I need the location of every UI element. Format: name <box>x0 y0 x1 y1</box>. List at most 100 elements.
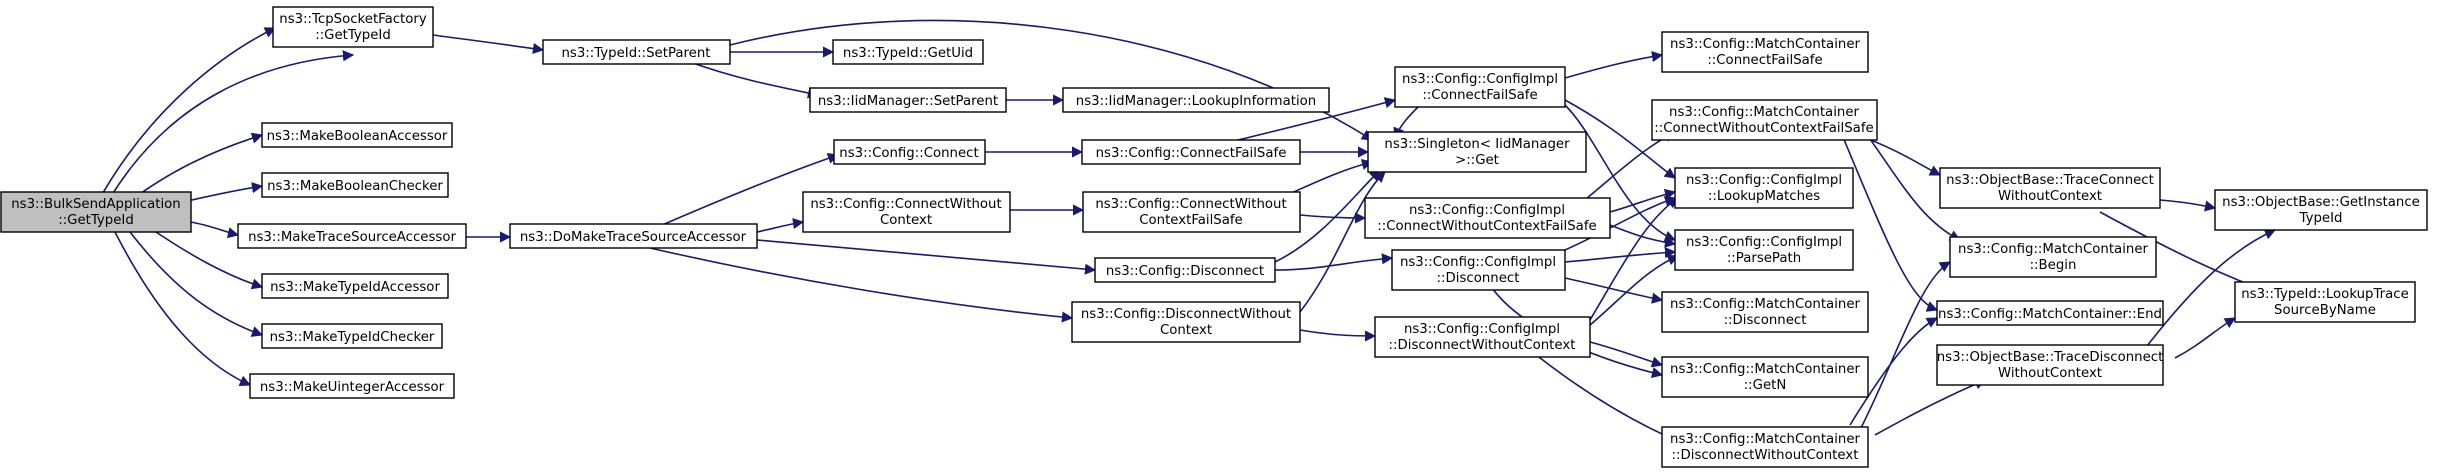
edge-impl-connect-fs-to-lookup <box>1564 99 1676 179</box>
node-do-make-trace-source-accessor[interactable]: ns3::DoMakeTraceSourceAccessor <box>509 223 758 249</box>
node-root[interactable]: ns3::BulkSendApplication ::GetTypeId <box>0 191 192 233</box>
node-label: ns3::MakeTypeIdChecker <box>270 330 435 345</box>
node-typeid-setparent[interactable]: ns3::TypeId::SetParent <box>542 39 731 65</box>
node-label-line-1: ns3::BulkSendApplication <box>11 197 181 212</box>
node-label-line-1: ns3::Config::MatchContainer <box>1670 432 1860 447</box>
node-iidmanager-setparent[interactable]: ns3::IidManager::SetParent <box>809 87 1007 113</box>
node-typeid-lookuptracesourcebyname[interactable]: ns3::TypeId::LookupTrace SourceByName <box>2234 281 2416 323</box>
node-configimpl-lookupmatches[interactable]: ns3::Config::ConfigImpl ::LookupMatches <box>1674 167 1854 209</box>
node-objectbase-traceconnect-without-context[interactable]: ns3::ObjectBase::TraceConnect WithoutCon… <box>1939 167 2161 209</box>
node-matchcontainer-end[interactable]: ns3::Config::MatchContainer::End <box>1936 300 2164 326</box>
node-label-line-1: ns3::Config::MatchContainer <box>1670 297 1860 312</box>
node-label-line-1: ns3::Config::ConfigImpl <box>1404 322 1560 337</box>
node-config-connect[interactable]: ns3::Config::Connect <box>833 139 986 165</box>
node-matchcontainer-connect-failsafe[interactable]: ns3::Config::MatchContainer ::ConnectFai… <box>1661 31 1869 73</box>
node-label-line-1: ns3::Config::ConfigImpl <box>1400 255 1556 270</box>
edge-setparent-to-singleton <box>729 19 1373 141</box>
node-label-line-1: ns3::Config::MatchContainer <box>1670 37 1860 52</box>
node-label-line-1: ns3::ObjectBase::GetInstance <box>2222 195 2420 210</box>
node-label-line-1: ns3::Config::MatchContainer <box>1670 362 1860 377</box>
edge-do-make-to-disconnect <box>756 239 1097 275</box>
edge-root-to-make-uint-acc <box>114 231 252 387</box>
edge-ob-trace-connect-to-get-instance <box>2159 199 2217 212</box>
node-label: ns3::MakeUintegerAccessor <box>260 380 445 395</box>
node-config-connect-failsafe[interactable]: ns3::Config::ConnectFailSafe <box>1081 139 1301 165</box>
node-label-line-1: ns3::Config::ConfigImpl <box>1686 173 1842 188</box>
node-label-line-2: ::DisconnectWithoutContext <box>1389 338 1576 353</box>
node-label-line-1: ns3::ObjectBase::TraceConnect <box>1946 173 2154 188</box>
edge-mc-connect-wc-fs-to-end <box>1839 129 1939 312</box>
node-label-line-2: WithoutContext <box>1998 189 2102 204</box>
edge-root-to-setparent <box>109 50 355 199</box>
node-label-line-2: TypeId <box>2299 211 2343 226</box>
edge-do-make-to-connect <box>659 152 840 227</box>
nodes: ns3::BulkSendApplication ::GetTypeId ns3… <box>0 6 2428 468</box>
node-typeid-getuid[interactable]: ns3::TypeId::GetUid <box>832 39 984 65</box>
edge-impl-disconnect-to-lookup <box>1564 195 1677 251</box>
edge-mc-disconnect-wc-to-ob-trace-disconnect <box>1874 378 1987 436</box>
node-label: ns3::MakeTraceSourceAccessor <box>248 230 456 245</box>
node-label-line-2: ::GetTypeId <box>58 213 134 228</box>
node-configimpl-connect-failsafe[interactable]: ns3::Config::ConfigImpl ::ConnectFailSaf… <box>1394 66 1566 108</box>
node-label-line-2: WithoutContext <box>1998 366 2102 381</box>
node-make-typeid-accessor[interactable]: ns3::MakeTypeIdAccessor <box>261 273 449 299</box>
edge-mc-disconnect-wc-to-end <box>1849 317 1938 426</box>
node-configimpl-disconnect-without-context[interactable]: ns3::Config::ConfigImpl ::DisconnectWith… <box>1374 316 1591 358</box>
edge-root-to-make-typeid-chk <box>129 231 264 337</box>
edge-disconnect-wc-to-singleton <box>1299 171 1386 313</box>
edge-root-to-make-trace-acc <box>189 221 240 239</box>
node-label-line-2: ::Disconnect <box>1437 271 1520 286</box>
node-matchcontainer-disconnect[interactable]: ns3::Config::MatchContainer ::Disconnect <box>1661 291 1869 333</box>
edge-impl-disconnect-wc-to-mc-getn <box>1589 341 1664 368</box>
node-label: ns3::Config::ConnectFailSafe <box>1096 146 1287 161</box>
node-singleton-iidmanager-get[interactable]: ns3::Singleton< IidManager >::Get <box>1367 131 1587 173</box>
edge-ob-trace-disconnect-to-get-instance <box>2139 228 2277 356</box>
node-matchcontainer-begin[interactable]: ns3::Config::MatchContainer ::Begin <box>1949 236 2157 278</box>
node-label-line-2: >::Get <box>1455 153 1499 168</box>
edge-impl-connect-fs-to-mc-connect-fs <box>1564 51 1664 79</box>
edge-connect-wc-fs-to-impl-wc-fs <box>1299 212 1367 224</box>
node-label-line-1: ns3::Config::ConfigImpl <box>1409 203 1565 218</box>
node-label-line-1: ns3::Config::ConfigImpl <box>1686 235 1842 250</box>
node-label-line-2: ::ConnectFailSafe <box>1422 88 1537 103</box>
node-config-connect-without-context-failsafe[interactable]: ns3::Config::ConnectWithout ContextFailS… <box>1082 191 1301 233</box>
node-make-uinteger-accessor[interactable]: ns3::MakeUintegerAccessor <box>249 373 455 399</box>
node-make-typeid-checker[interactable]: ns3::MakeTypeIdChecker <box>261 323 443 349</box>
node-label: ns3::MakeBooleanChecker <box>267 179 443 194</box>
node-label: ns3::IidManager::SetParent <box>818 94 998 109</box>
edge-root-to-tcp-gettypeid <box>99 27 277 199</box>
edge-disconnect-to-singleton <box>1274 169 1381 263</box>
node-configimpl-parsepath[interactable]: ns3::Config::ConfigImpl ::ParsePath <box>1674 229 1854 271</box>
node-label-line-1: ns3::TypeId::LookupTrace <box>2241 287 2409 302</box>
node-label: ns3::MakeTypeIdAccessor <box>270 280 440 295</box>
node-config-disconnect-without-context[interactable]: ns3::Config::DisconnectWithout Context <box>1071 301 1301 343</box>
node-configimpl-disconnect[interactable]: ns3::Config::ConfigImpl ::Disconnect <box>1391 249 1566 291</box>
edge-setparent-to-iid-setparent <box>689 61 820 99</box>
node-configimpl-connect-without-context-failsafe[interactable]: ns3::Config::ConfigImpl ::ConnectWithout… <box>1364 197 1611 239</box>
node-label-line-1: ns3::Config::ConnectWithout <box>810 197 1001 212</box>
edge-impl-disconnect-wc-to-mc-disconnect-wc <box>1529 349 1677 442</box>
node-make-trace-source-accessor[interactable]: ns3::MakeTraceSourceAccessor <box>237 223 467 249</box>
node-label-line-2: ContextFailSafe <box>1139 213 1243 228</box>
node-matchcontainer-getn[interactable]: ns3::Config::MatchContainer ::GetN <box>1661 356 1869 398</box>
node-iidmanager-lookupinformation[interactable]: ns3::IidManager::LookupInformation <box>1062 87 1330 113</box>
node-tcp-gettypeid[interactable]: ns3::TcpSocketFactory ::GetTypeId <box>272 6 434 48</box>
node-matchcontainer-disconnect-without-context[interactable]: ns3::Config::MatchContainer ::Disconnect… <box>1661 426 1869 468</box>
edge-disconnect-to-impl-disconnect <box>1274 253 1394 271</box>
node-make-boolean-accessor[interactable]: ns3::MakeBooleanAccessor <box>261 122 453 148</box>
node-label: ns3::Config::Connect <box>839 146 978 161</box>
node-make-boolean-checker[interactable]: ns3::MakeBooleanChecker <box>261 172 449 198</box>
edge-do-make-to-disconnect-wc <box>649 247 1074 323</box>
edge-impl-wc-fs-to-lookup <box>1609 188 1677 213</box>
node-config-connect-without-context[interactable]: ns3::Config::ConnectWithout Context <box>802 191 1011 233</box>
edge-impl-disconnect-wc-to-lookup <box>1589 197 1679 321</box>
node-objectbase-tracedisconnect-without-context[interactable]: ns3::ObjectBase::TraceDisconnect Without… <box>1936 344 2164 386</box>
node-label-line-2: ::GetTypeId <box>315 28 391 43</box>
edge-disconnect-wc-to-impl-disconnect-wc <box>1299 329 1377 342</box>
node-objectbase-getinstancetypeid[interactable]: ns3::ObjectBase::GetInstance TypeId <box>2214 189 2428 231</box>
node-label-line-1: ns3::Config::ConnectWithout <box>1095 197 1286 212</box>
node-config-disconnect[interactable]: ns3::Config::Disconnect <box>1094 257 1276 283</box>
node-matchcontainer-connect-without-context-failsafe[interactable]: ns3::Config::MatchContainer ::ConnectWit… <box>1651 99 1878 141</box>
edge-mc-disconnect-wc-to-begin <box>1859 261 1951 431</box>
node-label: ns3::Config::Disconnect <box>1106 264 1264 279</box>
